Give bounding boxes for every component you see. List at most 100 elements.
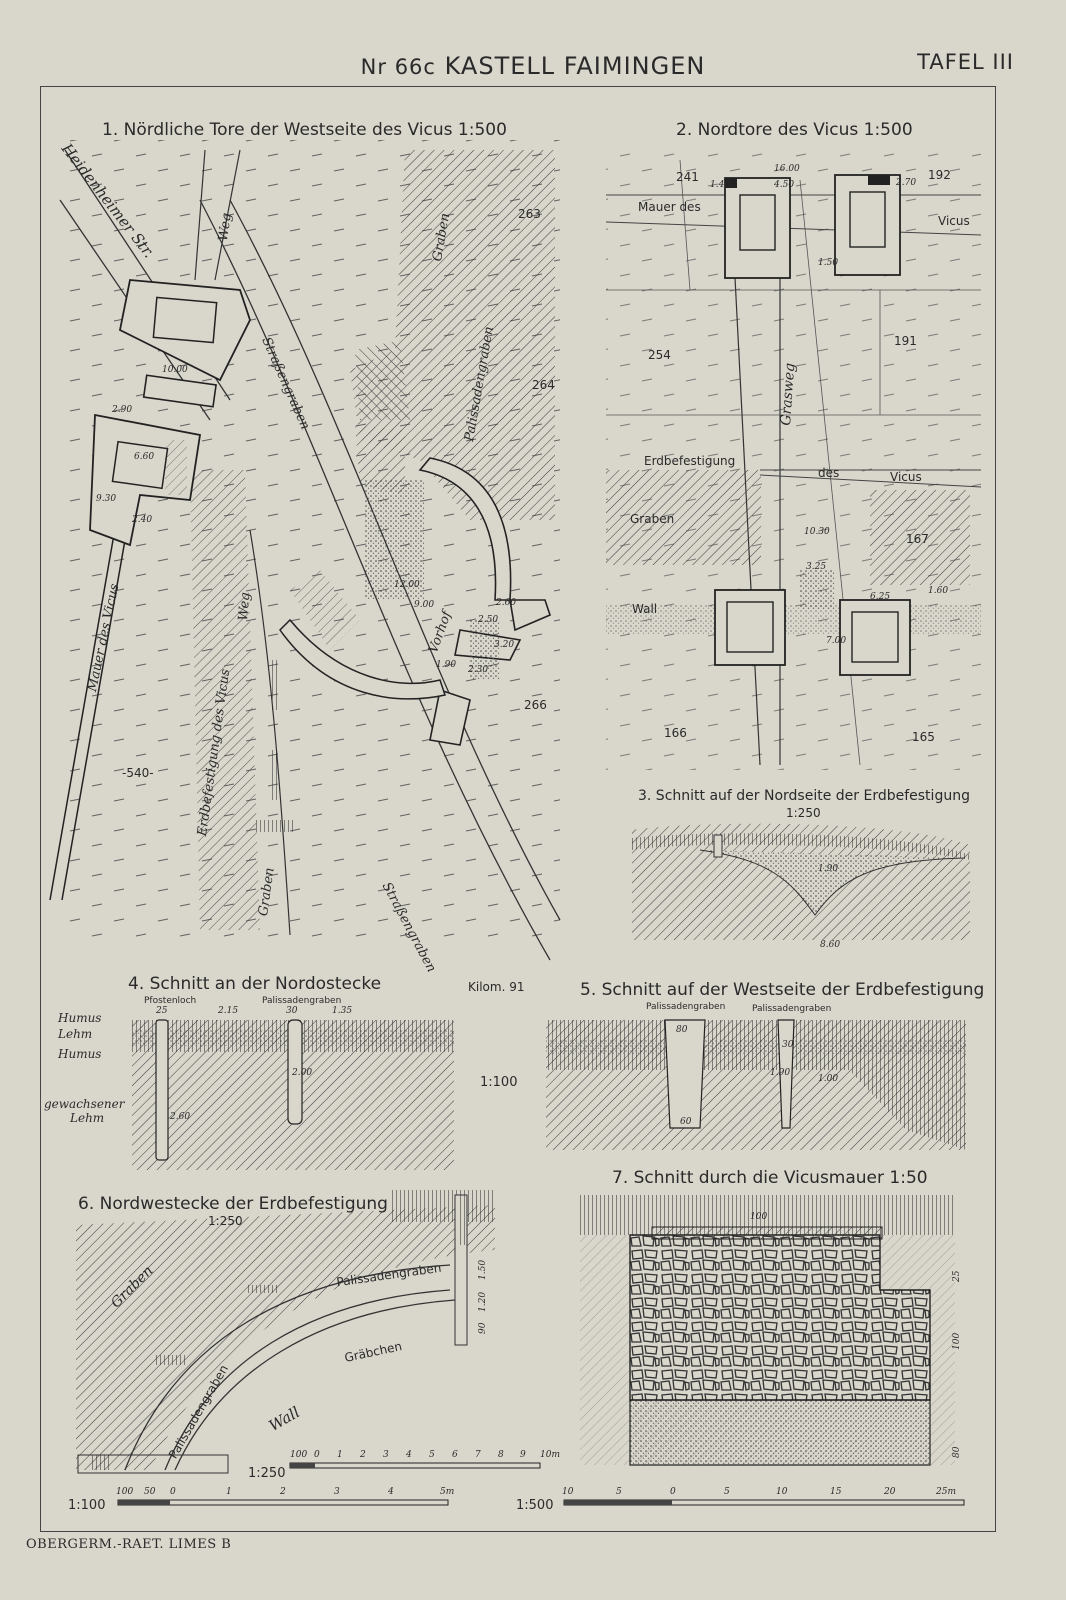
fig1-parcel-263: 263: [518, 207, 541, 221]
scalebar-500-tick: 10: [776, 1487, 788, 1497]
fig5-dim: 60: [680, 1117, 692, 1127]
scalebar-100-tick: 2: [280, 1487, 286, 1497]
scalebar-500-tick: 20: [884, 1487, 896, 1497]
fig2-dim: 3.25: [806, 562, 827, 572]
fig1-caption: 1. Nördliche Tore der Westseite des Vicu…: [102, 120, 507, 140]
fig2-vicus-label: Vicus: [938, 214, 970, 228]
fig5-dim: 30: [782, 1040, 794, 1050]
fig1-dim: 12.00: [394, 580, 420, 590]
scalebar-250-tick: 0: [314, 1450, 320, 1460]
fig1-dim: 10.00: [162, 365, 188, 375]
fig5-dim: 1.00: [818, 1074, 839, 1084]
fig6-dim: 1.50: [478, 1259, 488, 1280]
fig2-parcel-167: 167: [906, 532, 929, 546]
scalebar-500-tick: 5: [724, 1487, 730, 1497]
fig2-graben-label: Graben: [630, 512, 675, 526]
fig1-parcel-264: 264: [532, 378, 555, 392]
fig7-caption: 7. Schnitt durch die Vicusmauer 1:50: [612, 1168, 928, 1188]
shared-scale-label: 1:100: [480, 1075, 518, 1090]
fig2-parcel-192: 192: [928, 168, 951, 182]
fig2-mauer-label: Mauer des: [638, 200, 701, 214]
scalebar-100-tick: 3: [334, 1487, 340, 1497]
fig2-dim: 4.50: [774, 180, 795, 190]
fig4-palissadengraben-label: Palissadengraben: [262, 996, 342, 1006]
fig1-kilom-label: Kilom. 91: [468, 980, 525, 994]
fig5-dim: 1.90: [770, 1068, 791, 1078]
fig2-dim: 2.70: [896, 178, 917, 188]
plate-number: Nr 66c: [360, 55, 436, 79]
fig7-dim: 80: [952, 1446, 962, 1458]
fig4-dim: 30: [286, 1006, 298, 1016]
fig2-des-label: des: [818, 466, 840, 480]
fig2-parcel-254: 254: [648, 348, 671, 362]
fig1-dim: 2.40: [132, 515, 153, 525]
fig4-pfostenloch-label: Pfostenloch: [144, 996, 197, 1006]
fig4-caption: 4. Schnitt an der Nordostecke: [128, 974, 382, 994]
scalebar-250-label: 1:250: [248, 1466, 286, 1481]
scalebar-250-tick: 8: [498, 1450, 504, 1460]
scalebar-100-tick: 1: [226, 1487, 232, 1497]
fig7-section: [580, 1195, 955, 1466]
fig7-dim: 100: [952, 1332, 962, 1350]
fig1-weg-mid-label: Weg: [236, 591, 254, 622]
scalebar-500-label: 1:500: [516, 1498, 554, 1513]
scalebar-500-tick: 15: [830, 1487, 842, 1497]
fig2-dim: 10.30: [804, 527, 830, 537]
fig2-vicus2-label: Vicus: [890, 470, 922, 484]
fig3-caption: 3. Schnitt auf der Nordseite der Erdbefe…: [638, 788, 970, 804]
fig3-dim: 1.90: [818, 864, 839, 874]
fig3-scale: 1:250: [786, 806, 821, 820]
fig1-dim: 3.20: [494, 640, 515, 650]
fig1-dim: 2.50: [478, 615, 499, 625]
fig5-section: [546, 1019, 966, 1150]
fig4-gewachsener-label: gewachsener: [44, 1097, 125, 1111]
scalebar-250-tick: 100: [290, 1450, 308, 1460]
scalebar-100-tick: 50: [144, 1487, 156, 1497]
fig4-lehm2-label: Lehm: [70, 1111, 105, 1125]
plate-frame: [40, 86, 996, 1532]
fig1-dim: 6.60: [134, 452, 155, 462]
fig6-dim: 1.20: [478, 1291, 488, 1312]
fig2-dim: 16.00: [774, 164, 800, 174]
plate-title: KASTELL FAIMINGEN: [444, 52, 706, 80]
page-title: Nr 66c KASTELL FAIMINGEN: [0, 52, 1066, 80]
fig1-parcel-266: 266: [524, 698, 547, 712]
fig2-parcel-241: 241: [676, 170, 699, 184]
fig1-dim: 2.60: [496, 598, 517, 608]
scalebar-250-tick: 2: [360, 1450, 366, 1460]
fig1-dim: 2.30: [468, 665, 489, 675]
fig4-dim: 2.00: [292, 1068, 313, 1078]
scalebar-250-tick: 6: [452, 1450, 458, 1460]
fig1-dim: 2.90: [112, 405, 133, 415]
fig2-erdbefestigung-label: Erdbefestigung: [644, 454, 736, 468]
scalebar-250-tick: 3: [383, 1450, 389, 1460]
fig1-plan: [49, 140, 561, 961]
fig1-parcel-540: -540-: [122, 766, 154, 780]
scalebar-100-tick: 0: [170, 1487, 176, 1497]
scalebar-250-tick: 5: [429, 1450, 435, 1460]
fig7-dim: 25: [952, 1270, 962, 1282]
fig4-humus2-label: Humus: [58, 1047, 102, 1061]
scalebar-500-tick: 25m: [936, 1487, 956, 1497]
fig6-plan: [76, 1190, 495, 1474]
fig2-dim: 1.60: [928, 586, 949, 596]
fig5-palissadengraben2-label: Palissadengraben: [752, 1004, 832, 1014]
fig1-dim: 1.90: [436, 660, 457, 670]
fig1-dim: 9.00: [414, 600, 435, 610]
fig2-parcel-166: 166: [664, 726, 687, 740]
scalebar-500-tick: 0: [670, 1487, 676, 1497]
scalebar-500-tick: 10: [562, 1487, 574, 1497]
fig5-caption: 5. Schnitt auf der Westseite der Erdbefe…: [580, 980, 985, 1000]
fig2-wall-label: Wall: [632, 602, 658, 616]
fig7-dim: 100: [750, 1212, 768, 1222]
fig2-dim: 1.40: [710, 180, 731, 190]
fig3-section: [632, 823, 970, 940]
fig6-caption: 6. Nordwestecke der Erdbefestigung: [78, 1194, 388, 1214]
scalebar-250-tick: 4: [406, 1450, 412, 1460]
fig4-humus-label: Humus: [58, 1011, 102, 1025]
fig4-dim: 2.60: [170, 1112, 191, 1122]
fig2-plan: [605, 150, 982, 770]
plate-label: TAFEL III: [917, 50, 1014, 74]
fig2-dim: 7.00: [826, 636, 847, 646]
